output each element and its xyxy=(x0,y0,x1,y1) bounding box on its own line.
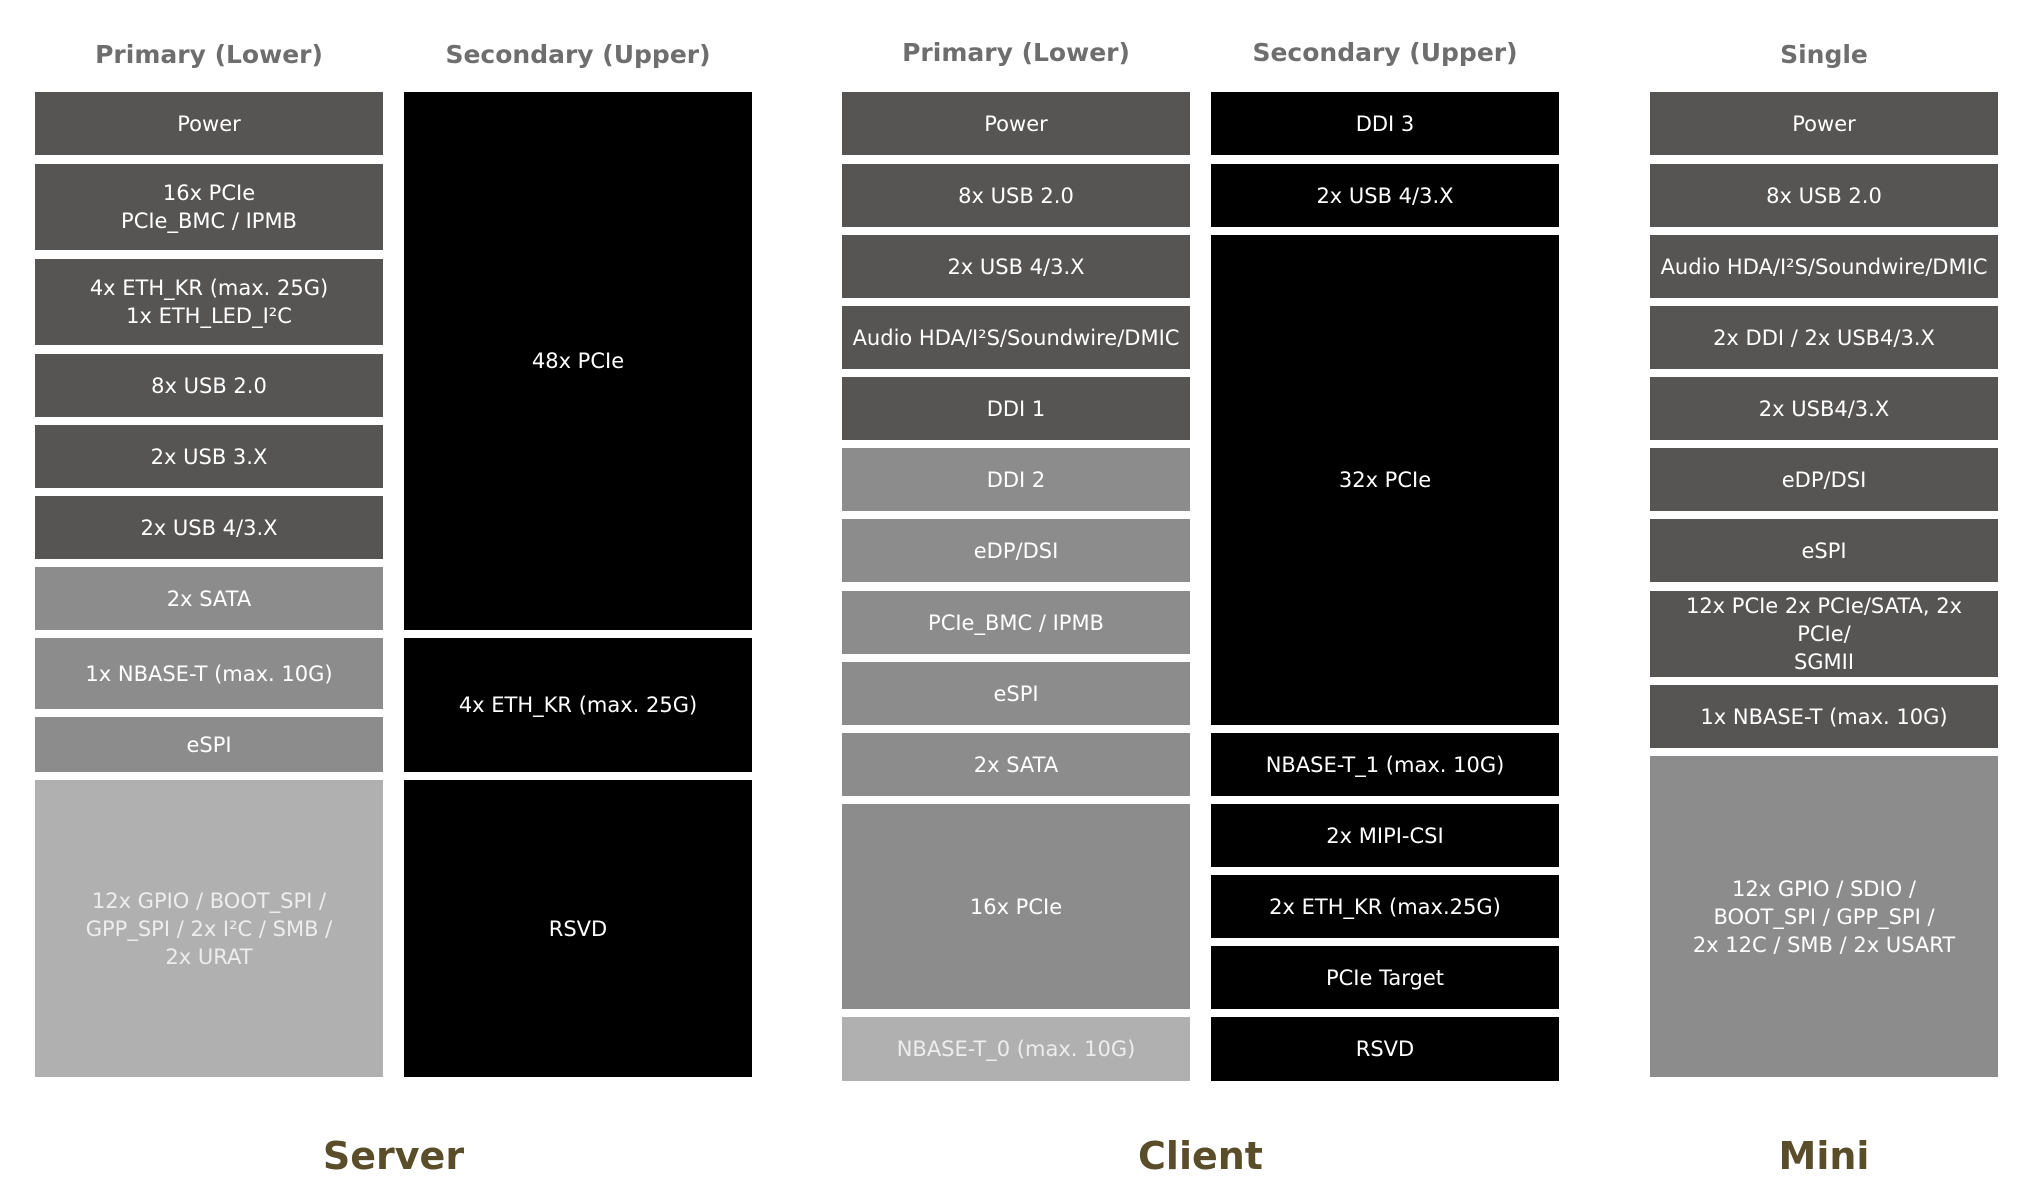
server-secondary-block: 48x PCIe xyxy=(404,92,752,630)
client-group-label: Client xyxy=(1138,1134,1263,1178)
server-primary-block: 2x USB 3.X xyxy=(35,425,383,488)
mini-block: 1x NBASE-T (max. 10G) xyxy=(1650,685,1998,748)
mini-block: Audio HDA/I²S/Soundwire/DMIC xyxy=(1650,235,1998,298)
server-primary-block: Power xyxy=(35,92,383,155)
client-primary-block: 8x USB 2.0 xyxy=(842,164,1190,227)
client-primary-block: eDP/DSI xyxy=(842,519,1190,582)
server-primary-block: 1x NBASE-T (max. 10G) xyxy=(35,638,383,709)
mini-block: 12x GPIO / SDIO / BOOT_SPI / GPP_SPI / 2… xyxy=(1650,756,1998,1077)
client-primary-block: DDI 1 xyxy=(842,377,1190,440)
server-primary-block: 8x USB 2.0 xyxy=(35,354,383,417)
client-secondary-block: 32x PCIe xyxy=(1211,235,1559,725)
mini-block: eDP/DSI xyxy=(1650,448,1998,511)
client-secondary-block: NBASE-T_1 (max. 10G) xyxy=(1211,733,1559,796)
client-primary-block: 2x USB 4/3.X xyxy=(842,235,1190,298)
mini-block: eSPI xyxy=(1650,519,1998,582)
client-secondary-header: Secondary (Upper) xyxy=(1252,38,1518,67)
client-primary-block: Audio HDA/I²S/Soundwire/DMIC xyxy=(842,306,1190,369)
client-secondary-block: 2x ETH_KR (max.25G) xyxy=(1211,875,1559,938)
mini-group-label: Mini xyxy=(1778,1134,1870,1178)
server-primary-block: 16x PCIe PCIe_BMC / IPMB xyxy=(35,164,383,250)
client-primary-header: Primary (Lower) xyxy=(902,38,1130,67)
client-secondary-block: RSVD xyxy=(1211,1017,1559,1081)
mini-block: Power xyxy=(1650,92,1998,155)
server-group-label: Server xyxy=(322,1134,465,1178)
mini-block: 2x USB4/3.X xyxy=(1650,377,1998,440)
server-primary-block: 2x SATA xyxy=(35,567,383,630)
client-primary-block: DDI 2 xyxy=(842,448,1190,511)
mini-block: 12x PCIe 2x PCIe/SATA, 2x PCIe/ SGMII xyxy=(1650,591,1998,677)
client-primary-block: eSPI xyxy=(842,662,1190,725)
server-primary-block: eSPI xyxy=(35,717,383,772)
client-primary-block: Power xyxy=(842,92,1190,155)
mini-block: 2x DDI / 2x USB4/3.X xyxy=(1650,306,1998,369)
client-secondary-block: 2x USB 4/3.X xyxy=(1211,164,1559,227)
server-secondary-block: 4x ETH_KR (max. 25G) xyxy=(404,638,752,772)
client-secondary-block: DDI 3 xyxy=(1211,92,1559,155)
server-primary-block: 2x USB 4/3.X xyxy=(35,496,383,559)
client-primary-block: NBASE-T_0 (max. 10G) xyxy=(842,1017,1190,1081)
server-secondary-header: Secondary (Upper) xyxy=(445,40,711,69)
client-primary-block: PCIe_BMC / IPMB xyxy=(842,591,1190,654)
client-secondary-block: 2x MIPI-CSI xyxy=(1211,804,1559,867)
client-secondary-block: PCIe Target xyxy=(1211,946,1559,1009)
server-primary-block: 12x GPIO / BOOT_SPI / GPP_SPI / 2x I²C /… xyxy=(35,780,383,1077)
server-secondary-block: RSVD xyxy=(404,780,752,1077)
client-primary-block: 2x SATA xyxy=(842,733,1190,796)
server-primary-block: 4x ETH_KR (max. 25G) 1x ETH_LED_I²C xyxy=(35,259,383,345)
mini-block: 8x USB 2.0 xyxy=(1650,164,1998,227)
client-primary-block: 16x PCIe xyxy=(842,804,1190,1009)
server-primary-header: Primary (Lower) xyxy=(95,40,323,69)
mini-single-header: Single xyxy=(1780,40,1868,69)
